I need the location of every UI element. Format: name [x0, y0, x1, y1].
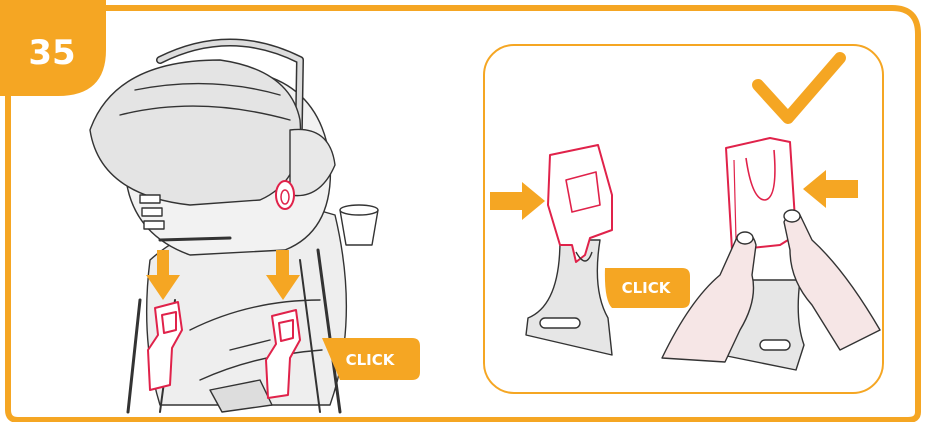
- step-number: 35: [28, 33, 75, 73]
- click-badge-right: CLICK: [605, 268, 690, 308]
- step-badge: 35: [0, 0, 106, 96]
- click-label: CLICK: [346, 351, 396, 369]
- car-seat: [90, 43, 335, 256]
- cup-holder: [340, 205, 378, 245]
- release-button: [276, 181, 294, 209]
- stroller-frame-left: [128, 300, 140, 412]
- click-label: CLICK: [622, 279, 672, 297]
- car-seat-canopy: [90, 60, 301, 205]
